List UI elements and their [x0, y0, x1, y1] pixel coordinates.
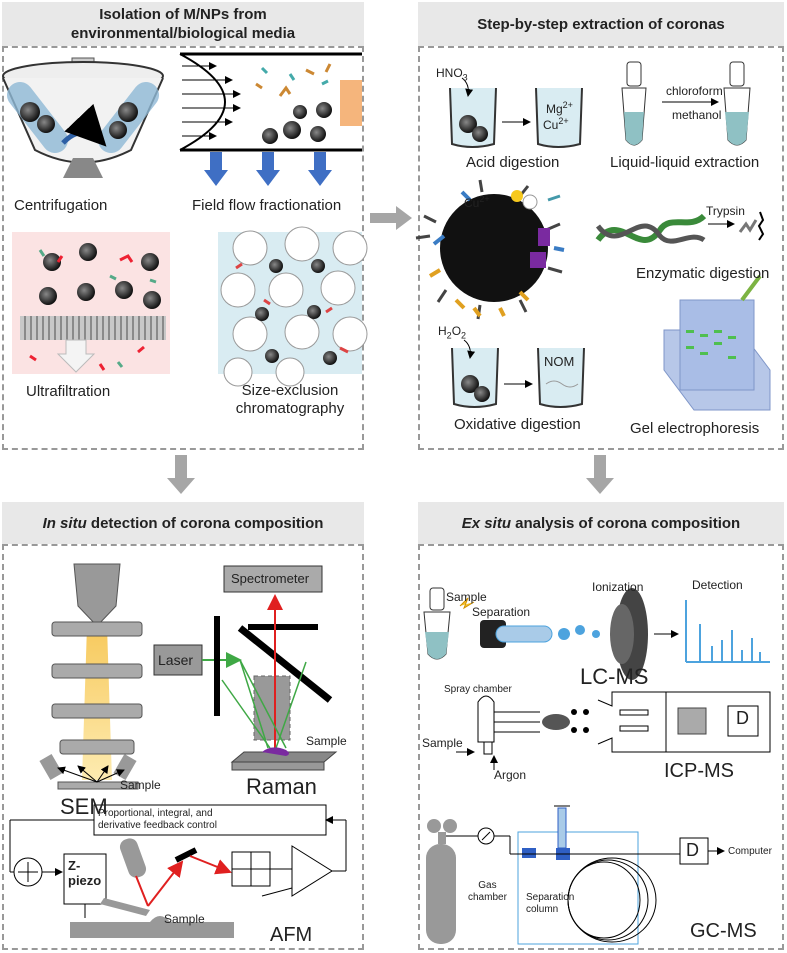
methanol-label: methanol: [672, 108, 722, 122]
raman-graphic: [153, 565, 338, 771]
feedback-line1: Proportional, integral, and: [98, 808, 213, 819]
sem-sample-label: Sample: [120, 778, 161, 792]
centrifugation-label: Centrifugation: [14, 197, 108, 214]
oxidative-label: Oxidative digestion: [454, 416, 581, 433]
insitu-panel-title: In situ detection of corona composition: [2, 502, 364, 544]
zpiezo-label: Z- piezo: [68, 858, 101, 888]
size-exclusion-line1: Size-exclusion: [241, 382, 339, 399]
raman-label: Raman: [246, 774, 317, 799]
chloroform-label: chloroform: [666, 84, 723, 98]
lcms-label: LC-MS: [580, 664, 649, 689]
gel-label: Gel electrophoresis: [630, 420, 760, 437]
exsitu-title-italic: Ex situ: [461, 514, 511, 532]
connector-arrows: [167, 206, 614, 494]
size-exclusion-graphic: [218, 226, 368, 387]
field-flow-label: Field flow fractionation: [192, 197, 342, 214]
laser-box: [153, 644, 203, 676]
column-line1: Separation: [526, 892, 575, 903]
afm-sample-label: Sample: [164, 912, 205, 926]
computer-label: Computer: [728, 846, 772, 857]
isolation-title-line2: environmental/biological media: [70, 25, 296, 42]
separation-column-label: Separation column: [526, 892, 574, 916]
trypsin-label: Trypsin: [706, 204, 745, 218]
enzymatic-label: Enzymatic digestion: [636, 265, 770, 282]
icp-sample-label: Sample: [422, 736, 463, 750]
centrifuge-graphic: [2, 57, 164, 178]
extraction-panel-title: Step-by-step extraction of coronas: [418, 2, 784, 46]
spectrometer-label: Spectrometer: [231, 571, 310, 586]
exsitu-title-rest: analysis of corona composition: [510, 514, 741, 532]
icpms-graphic: [456, 691, 771, 770]
sem-graphic: [39, 563, 143, 790]
enzymatic-graphic: [595, 211, 765, 244]
column-line2: column: [526, 904, 559, 915]
hno3-label: HNO3: [436, 66, 468, 83]
gas-line1: Gas: [478, 880, 497, 891]
insitu-panel: [2, 544, 364, 950]
gcms-graphic: [426, 805, 725, 945]
cu-label: Cu2+: [543, 116, 569, 132]
liquid-extraction-graphic: [621, 61, 751, 146]
zpiezo-line2: piezo: [68, 873, 102, 888]
gcms-label: GC-MS: [690, 920, 757, 942]
h2o2-label: H2O2: [438, 324, 467, 341]
size-exclusion-label: Size-exclusion chromatography: [222, 382, 358, 418]
exsitu-panel-title: Ex situ analysis of corona composition: [418, 502, 784, 544]
icp-detector-label: D: [736, 708, 749, 728]
argon-label: Argon: [494, 768, 527, 782]
gel-graphic: [663, 274, 771, 411]
ionization-label: Ionization: [592, 580, 644, 594]
extraction-title: Step-by-step extraction of coronas: [477, 15, 725, 33]
mg-label: Mg2+: [546, 100, 573, 116]
detection-label: Detection: [692, 578, 743, 592]
size-exclusion-line2: chromatography: [235, 400, 345, 417]
separation-label: Separation: [472, 605, 531, 619]
gas-chamber-label: Gas chamber: [468, 880, 507, 904]
lcms-graphic: [423, 587, 770, 680]
sem-label: SEM: [60, 794, 108, 819]
liquid-liquid-label: Liquid-liquid extraction: [610, 154, 760, 171]
corona-particle-graphic: [415, 179, 565, 320]
cu-particle-label: Cu2+: [464, 194, 490, 210]
zpiezo-line1: Z-: [68, 858, 81, 873]
raman-sample-label: Sample: [306, 734, 347, 748]
afm-graphic: [9, 804, 347, 938]
afm-label: AFM: [270, 924, 313, 946]
lc-sample-label: Sample: [446, 590, 487, 604]
ultrafiltration-graphic: [12, 232, 170, 374]
gc-detector-label: D: [686, 840, 699, 860]
isolation-panel-title: Isolation of M/NPs from environmental/bi…: [2, 2, 364, 46]
exsitu-panel: [418, 544, 784, 950]
acid-digestion-graphic: [449, 77, 583, 148]
isolation-title-line1: Isolation of M/NPs from: [99, 6, 267, 23]
oxidative-graphic: [451, 339, 585, 408]
extraction-panel: [418, 46, 784, 450]
acid-digestion-label: Acid digestion: [466, 154, 560, 171]
feedback-label: Proportional, integral, and derivative f…: [98, 808, 217, 832]
insitu-title-rest: detection of corona composition: [86, 514, 324, 532]
gas-line2: chamber: [468, 892, 507, 903]
ultrafiltration-label: Ultrafiltration: [26, 383, 111, 400]
insitu-title-italic: In situ: [42, 514, 87, 532]
field-flow-graphic: [179, 52, 362, 186]
feedback-line2: derivative feedback control: [98, 820, 217, 831]
spray-chamber-label: Spray chamber: [444, 684, 512, 695]
laser-label: Laser: [158, 652, 194, 668]
nom-label: NOM: [544, 354, 575, 369]
icpms-label: ICP-MS: [664, 760, 734, 782]
spectrometer-box: [223, 565, 323, 593]
